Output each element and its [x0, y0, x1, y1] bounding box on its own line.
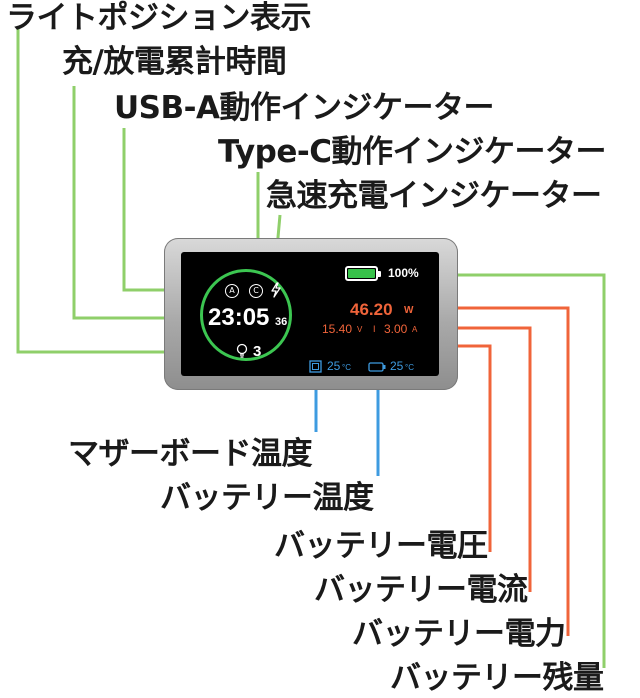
label-battery-power: バッテリー電力 [352, 616, 566, 652]
time-ring [200, 269, 292, 361]
voltage-unit: V [357, 325, 363, 334]
bulb-icon [236, 343, 248, 358]
leader-light-position [16, 28, 232, 354]
label-battery-current: バッテリー電流 [314, 572, 528, 608]
voltage-value: 15.40 [322, 322, 353, 336]
label-battery-temp: バッテリー温度 [160, 480, 374, 516]
lightning-icon [271, 282, 281, 298]
label-light-position: ライトポジション表示 [6, 0, 312, 36]
mb-temp-unit: °C [342, 363, 351, 372]
value-separator: I [373, 324, 376, 334]
usb-a-icon: A [225, 284, 239, 298]
motherboard-icon [309, 360, 322, 373]
power-value: 46.20 [350, 300, 393, 319]
light-level: 3 [253, 343, 262, 360]
battery-fill [348, 269, 375, 278]
current-unit: A [412, 325, 418, 334]
time-seconds: 36 [275, 316, 288, 328]
mb-temp-value: 25 [327, 359, 341, 373]
leader-battery-power [420, 306, 570, 636]
label-usb-a: USB-A動作インジケーター [114, 90, 494, 126]
label-type-c: Type-C動作インジケーター [218, 134, 607, 170]
battery-cap [378, 271, 381, 277]
battery-small-icon [368, 362, 386, 372]
label-battery-voltage: バッテリー電圧 [274, 528, 488, 564]
leader-charge-time [72, 86, 206, 320]
power-unit: W [404, 305, 414, 316]
time-main: 23:05 [208, 304, 270, 331]
battery-percent: 100% [388, 266, 419, 280]
label-mb-temp: マザーボード温度 [68, 436, 313, 472]
battery-icon [345, 266, 381, 281]
leader-battery-current [430, 326, 532, 592]
leader-battery-remaining [420, 273, 606, 668]
type-c-icon: C [249, 284, 263, 298]
label-fast-charge: 急速充電インジケーター [266, 178, 602, 214]
battery-temp-value: 25 [390, 359, 404, 373]
current-value: 3.00 [384, 322, 408, 336]
battery-temp-unit: °C [405, 363, 414, 372]
label-charge-time: 充/放電累計時間 [62, 44, 287, 80]
label-battery-remaining: バッテリー残量 [390, 660, 604, 696]
